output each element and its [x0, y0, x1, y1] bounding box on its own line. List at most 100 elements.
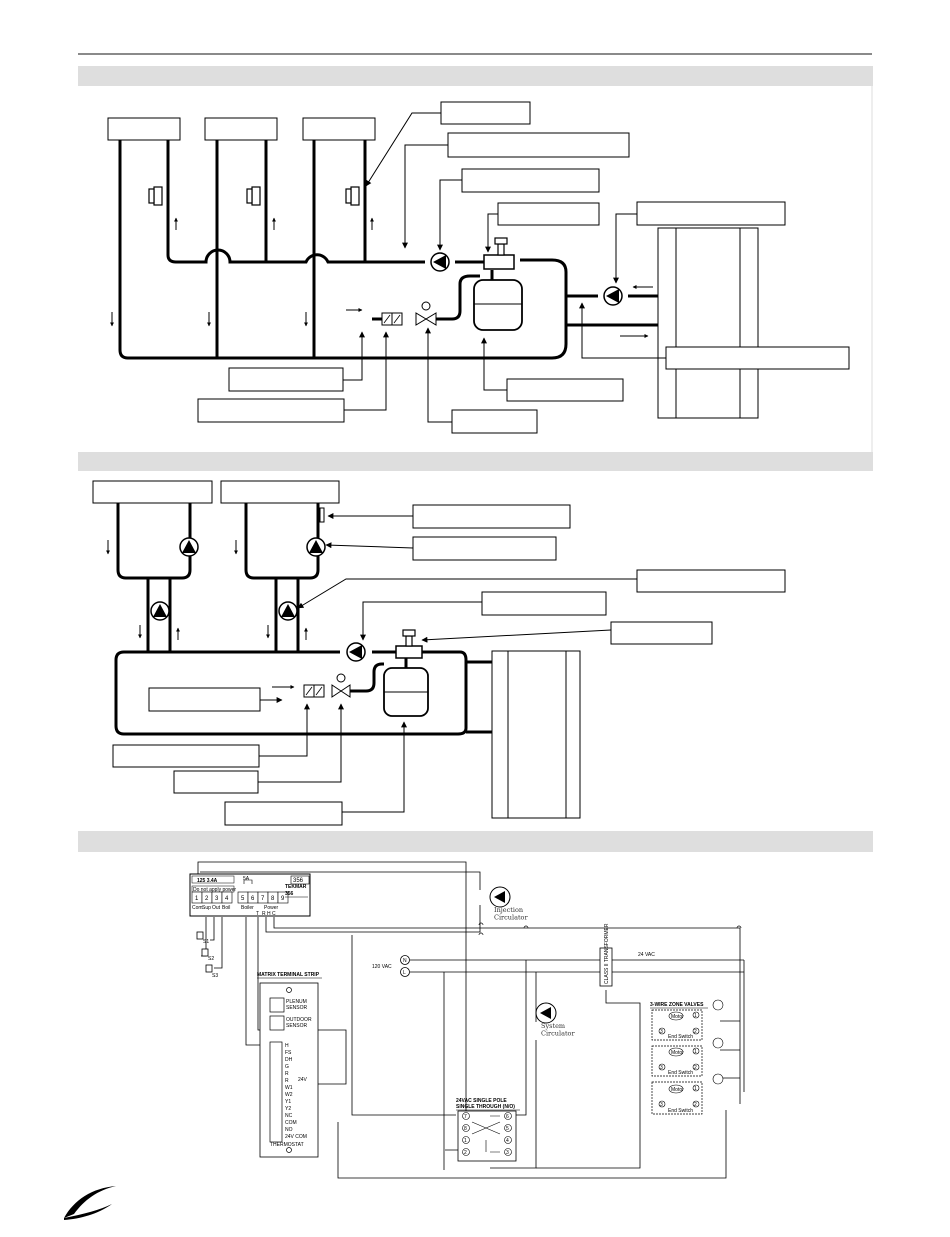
zone-valve-2-motor: Motor [671, 1050, 684, 1056]
power-terms-label: R H C [262, 911, 276, 917]
section-2-piping [92, 480, 492, 736]
power-terminals-label: Power [264, 905, 279, 911]
section-3-frame [78, 831, 873, 852]
relay-pin-6: 6 [506, 1114, 509, 1120]
zone-valves-title: 3-WIRE ZONE VALVES [650, 1002, 704, 1008]
zone-valve-2-pin-1: 1 [694, 1049, 697, 1055]
l-terminal-label: L [403, 970, 406, 976]
terminal-8: 8 [271, 896, 275, 902]
wiring-arcs [478, 922, 742, 936]
thermostat-label: THERMOSTAT [270, 1142, 304, 1148]
relay-pin-5: 5 [506, 1126, 509, 1132]
matrix-term-y2: Y2 [285, 1106, 291, 1112]
relay-pin-8: 8 [464, 1126, 467, 1132]
matrix-term-24vcom: 24V COM [285, 1134, 307, 1140]
sensor-s2-label: S2 [208, 956, 214, 962]
zone-valve-3-end-switch: End Switch [668, 1108, 693, 1114]
section-1-piping [107, 117, 658, 360]
sensor-s3-label: S3 [212, 973, 218, 979]
section-1-callouts [197, 101, 850, 434]
vac120-label: 120 VAC [372, 964, 392, 970]
zone-valve-1-motor: Motor [671, 1014, 684, 1020]
sensors: S1 S2 S3 [196, 931, 218, 979]
matrix-term-g: G [285, 1064, 289, 1070]
fuse-5a: 5A [243, 876, 250, 882]
section-2-callouts [112, 504, 786, 826]
zone-valve-1: Motor End Switch 1 2 3 [651, 999, 724, 1041]
control-module: 125 3.4A 356 Do not apply power 1 2 3 4 … [189, 873, 311, 917]
terminal-9: 9 [281, 896, 285, 902]
boiler-terminals-label: Boiler [241, 905, 254, 911]
terminal-name-out: Out [212, 905, 221, 911]
matrix-title: MATRIX TERMINAL STRIP [257, 972, 320, 978]
zone-valves: 3-WIRE ZONE VALVES Motor End Switch 1 2 … [650, 999, 724, 1115]
relay-pin-2: 2 [464, 1150, 467, 1156]
matrix-term-w1: W1 [285, 1085, 293, 1091]
line-voltage-terminals: N L 120 VAC [372, 955, 410, 977]
zone-valve-2-pin-3: 3 [660, 1065, 663, 1071]
vac24-label: 24 VAC [638, 952, 655, 958]
relay-pin-1: 1 [464, 1138, 467, 1144]
section-1-devices [110, 186, 759, 419]
section-2-frame [78, 452, 873, 471]
terminal-name-sup: Sup [202, 905, 211, 911]
relay-pin-3: 3 [506, 1150, 509, 1156]
control-model-number: 356 [293, 878, 304, 884]
matrix-term-r2: R [285, 1078, 289, 1084]
zone-valve-1-pin-1: 1 [694, 1013, 697, 1019]
fuse-label: 125 3.4A [197, 878, 218, 884]
matrix-term-dh: DH [285, 1057, 293, 1063]
brand-swoosh-logo [64, 1186, 116, 1220]
terminal-name-boil: Boil [222, 905, 230, 911]
matrix-term-fs: FS [285, 1050, 292, 1056]
terminal-1: 1 [195, 896, 199, 902]
terminal-2: 2 [205, 896, 209, 902]
zone-valve-2-end-switch: End Switch [668, 1070, 693, 1076]
section-1-frame [78, 66, 873, 452]
matrix-term-r1: R [285, 1071, 289, 1077]
power-warning: Do not apply power [193, 887, 236, 893]
zone-valve-3-motor: Motor [671, 1087, 684, 1093]
relay-pin-4: 4 [506, 1138, 509, 1144]
zone-valve-1-pin-3: 3 [660, 1029, 663, 1035]
n-terminal-label: N [403, 958, 407, 964]
matrix-term-h: H [285, 1043, 289, 1049]
zone-valve-3-pin-1: 1 [694, 1086, 697, 1092]
matrix-term-com: COM [285, 1120, 297, 1126]
transformer-label: CLASS II TRANSFORMER [604, 923, 610, 984]
zone-valve-2-pin-2: 2 [694, 1065, 697, 1071]
zone-valve-2: Motor End Switch 1 2 3 [651, 1037, 724, 1077]
small-t-label: T [256, 911, 259, 917]
brand-model-label: 356 [285, 891, 294, 897]
brand-label: TEKMAR [285, 884, 307, 890]
class2-transformer: CLASS II TRANSFORMER 24 VAC [599, 923, 655, 987]
matrix-term-w2: W2 [285, 1092, 293, 1098]
zone-valve-1-pin-2: 2 [694, 1029, 697, 1035]
matrix-term-no: NO [285, 1127, 293, 1133]
terminal-7: 7 [261, 896, 265, 902]
terminal-5: 5 [241, 896, 245, 902]
sensor-s1-label: S1 [203, 939, 209, 945]
zone-valve-1-end-switch: End Switch [668, 1034, 693, 1040]
zone-valve-3-pin-3: 3 [660, 1102, 663, 1108]
section-2-devices [106, 507, 581, 819]
zone-valve-3-pin-2: 2 [694, 1102, 697, 1108]
matrix-24v-label: 24V [298, 1077, 308, 1083]
terminal-6: 6 [251, 896, 255, 902]
relay-pin-7: 7 [464, 1114, 467, 1120]
zone-valve-3: Motor End Switch 1 2 3 [651, 1073, 724, 1115]
matrix-term-y1: Y1 [285, 1099, 291, 1105]
matrix-term-nc: NC [285, 1113, 293, 1119]
terminal-3: 3 [215, 896, 219, 902]
terminal-name-com: Com [192, 905, 203, 911]
